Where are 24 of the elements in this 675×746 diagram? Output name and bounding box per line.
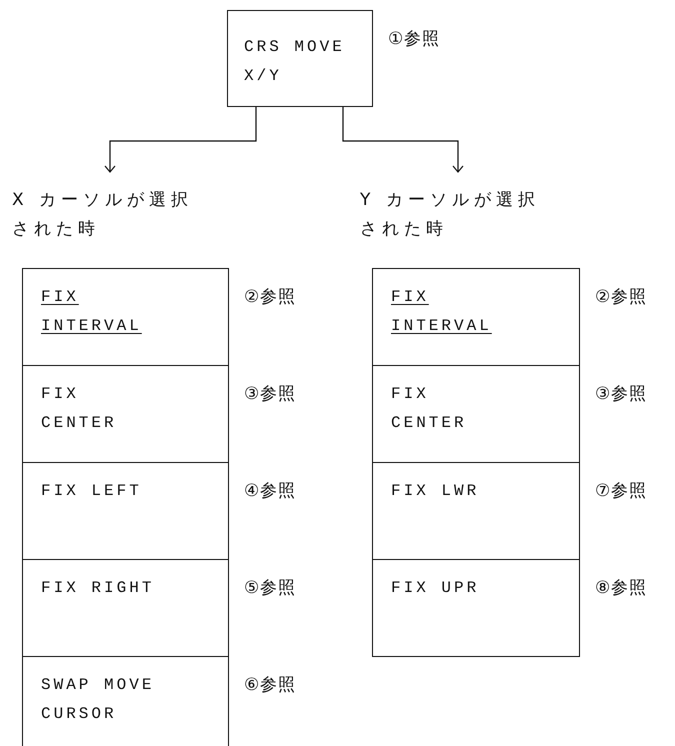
reference-note: ④参照 bbox=[244, 480, 296, 502]
menu-label: FIX LEFT bbox=[41, 481, 143, 502]
menu-label: FIX CENTER bbox=[41, 384, 118, 434]
menu-label: FIX LWR bbox=[391, 481, 480, 502]
reference-note: ②参照 bbox=[244, 286, 296, 308]
reference-note: ③参照 bbox=[244, 383, 296, 405]
menu-label: SWAP MOVE CURSOR bbox=[41, 675, 156, 725]
menu-label: FIX UPR bbox=[391, 578, 480, 599]
reference-note: ②参照 bbox=[595, 286, 648, 308]
reference-note: ③参照 bbox=[595, 383, 648, 405]
reference-note: ⑥参照 bbox=[244, 674, 296, 696]
menu-label: FIX INTERVAL bbox=[391, 287, 493, 337]
heading-text: Y カーソルが選択された時 bbox=[360, 189, 541, 241]
reference-note: ⑤参照 bbox=[244, 577, 296, 599]
reference-note: ⑧参照 bbox=[595, 577, 648, 599]
menu-label: FIX CENTER bbox=[391, 384, 468, 434]
connector-arrow bbox=[342, 107, 464, 173]
menu-label: FIX INTERVAL bbox=[41, 287, 143, 337]
heading-text: X カーソルが選択された時 bbox=[12, 189, 194, 241]
reference-note: ①参照 bbox=[388, 28, 440, 50]
connector-arrow bbox=[104, 107, 257, 173]
menu-label: CRS MOVE X/Y bbox=[244, 37, 346, 87]
menu-label: FIX RIGHT bbox=[41, 578, 156, 599]
reference-note: ⑦参照 bbox=[595, 480, 648, 502]
